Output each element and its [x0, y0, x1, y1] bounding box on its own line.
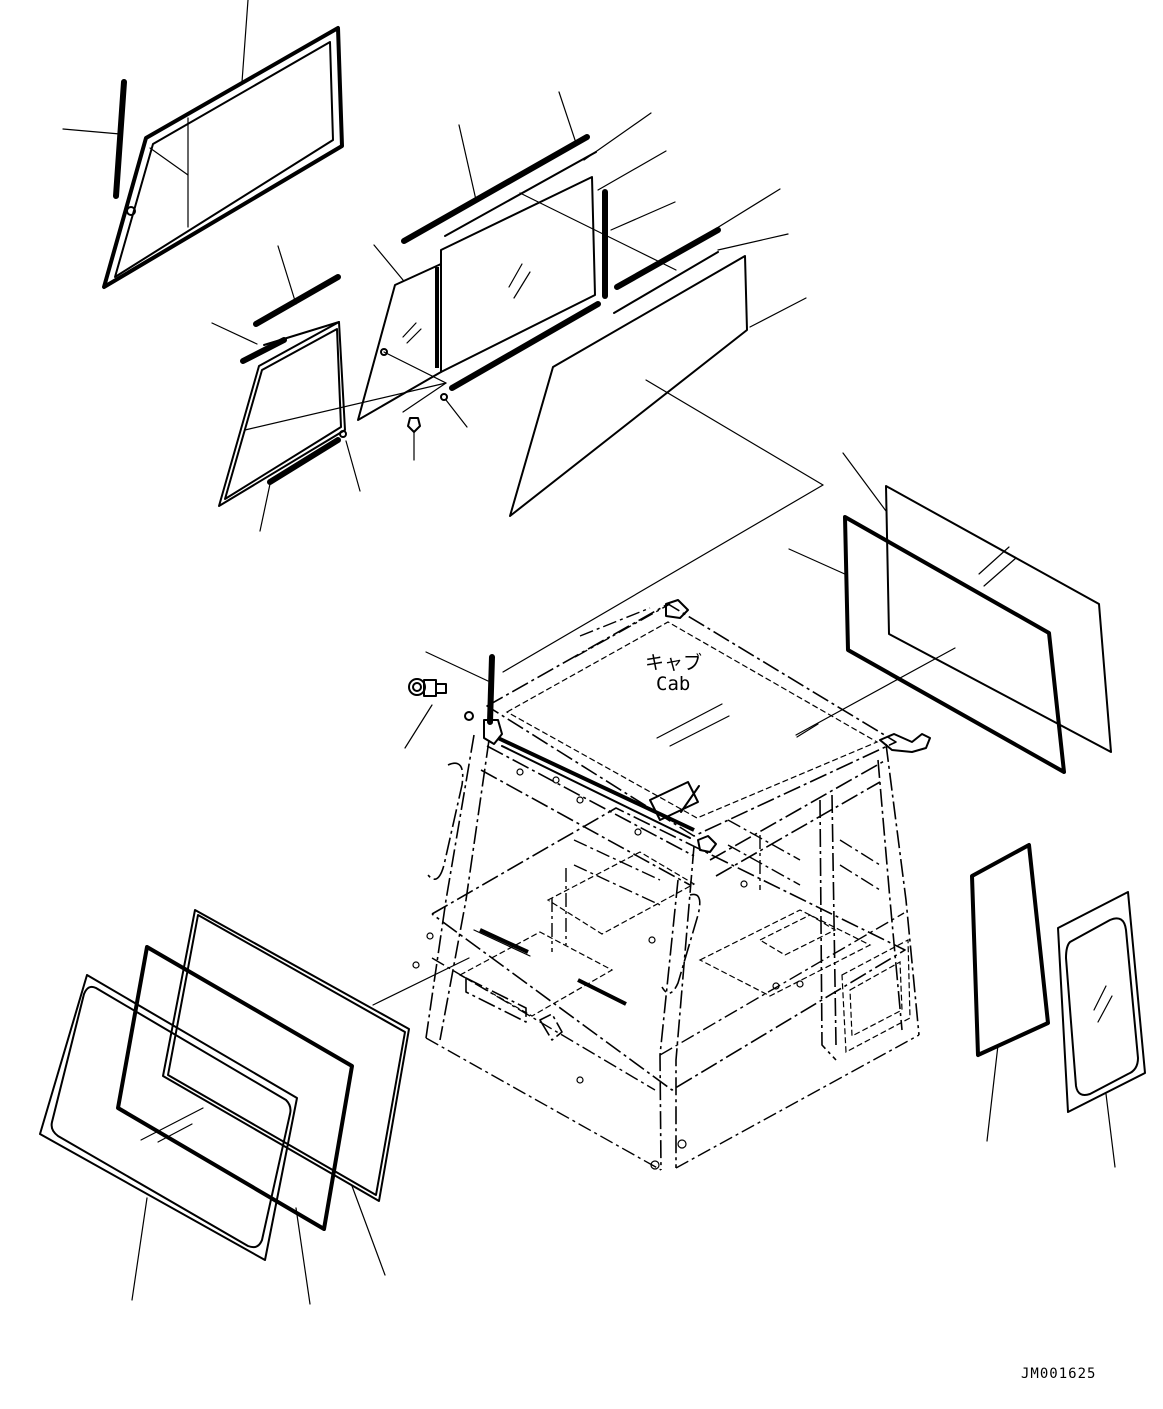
- small-bolt: [407, 417, 421, 433]
- wiper-motor: [483, 654, 700, 839]
- cab-label: キャブ Cab: [645, 651, 702, 695]
- leader-lines-top-left: [62, 0, 249, 135]
- rear-upper-glass: [509, 255, 748, 517]
- leader-lines-upper: [211, 91, 824, 673]
- lower-front-glass-front: [39, 974, 298, 1261]
- right-side-glass-front: [843, 515, 1066, 774]
- leader-lines-lower-right: [986, 1044, 1116, 1168]
- cab-label-jp: キャブ: [645, 651, 702, 674]
- cab-label-en: Cab: [656, 673, 690, 695]
- leader-lines-lower-left: [131, 957, 470, 1305]
- rear-lower-glass-plain: [970, 843, 1050, 1057]
- small-quarter-glass: [357, 263, 442, 421]
- side-glass-left: [218, 321, 347, 507]
- rear-lower-glass-framed: [1057, 891, 1146, 1113]
- upper-front-glass-seal: [113, 79, 127, 199]
- upper-front-glass: [102, 26, 344, 289]
- door-upper-glass: [440, 176, 608, 401]
- cab-frame: [412, 603, 920, 1171]
- lower-front-glass-seal: [116, 945, 354, 1231]
- drawing-code: JM001625: [1021, 1366, 1096, 1382]
- right-side-glass-rear: [885, 485, 1112, 753]
- roof-hinge-details: [665, 599, 931, 853]
- lower-front-glass-back: [162, 909, 410, 1202]
- right-seal-strips: [613, 227, 721, 314]
- wiper-bolt-assembly: [404, 651, 489, 749]
- upper-seal-strips: [240, 134, 597, 364]
- leader-lines-right: [788, 452, 956, 736]
